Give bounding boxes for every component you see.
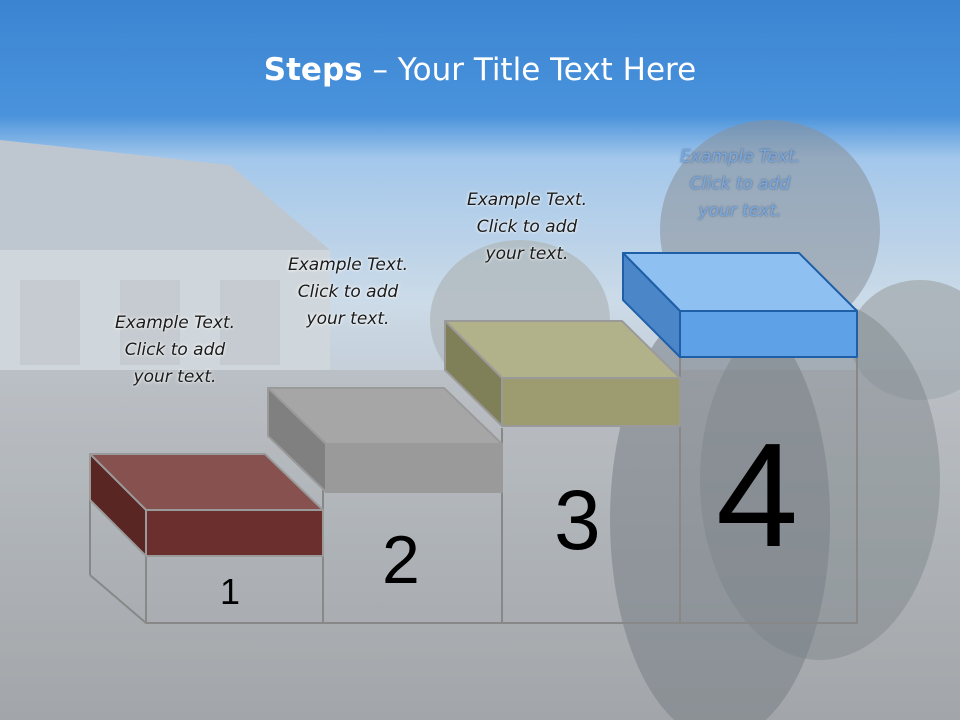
step-1-caption-line-1: Example Text. (114, 313, 236, 333)
slide-title[interactable]: Steps – Your Title Text Here (0, 52, 960, 88)
step-4-caption-line-3: your text. (698, 201, 782, 221)
step-4-number: 4 (716, 413, 799, 578)
step-3-caption-line-1: Example Text. (466, 190, 588, 210)
step-2-caption[interactable]: Example Text. Click to add your text. (253, 252, 443, 333)
step-3-caption-line-3: your text. (485, 244, 569, 264)
step-2-caption-line-3: your text. (306, 309, 390, 329)
step-1-caption[interactable]: Example Text. Click to add your text. (80, 310, 270, 391)
step-3-number: 3 (554, 473, 601, 567)
step-1-block[interactable] (89, 453, 324, 557)
step-4-caption-line-2: Click to add (689, 174, 791, 194)
step-2-caption-line-1: Example Text. (287, 255, 409, 275)
step-4-block[interactable] (622, 252, 858, 358)
step-1-number: 1 (220, 571, 241, 612)
step-2-block[interactable] (267, 387, 503, 493)
title-rest: – Your Title Text Here (362, 52, 697, 88)
step-3-block[interactable] (444, 320, 681, 427)
step-3-caption[interactable]: Example Text. Click to add your text. (432, 187, 622, 268)
step-3-caption-line-2: Click to add (476, 217, 578, 237)
step-1-caption-line-3: your text. (133, 367, 217, 387)
step-1-caption-line-2: Click to add (124, 340, 226, 360)
step-2-number: 2 (382, 522, 420, 598)
step-4-caption[interactable]: Example Text. Click to add your text. (645, 144, 835, 225)
step-4-caption-line-1: Example Text. (679, 147, 801, 167)
step-2-caption-line-2: Click to add (297, 282, 399, 302)
title-bold: Steps (263, 52, 363, 88)
